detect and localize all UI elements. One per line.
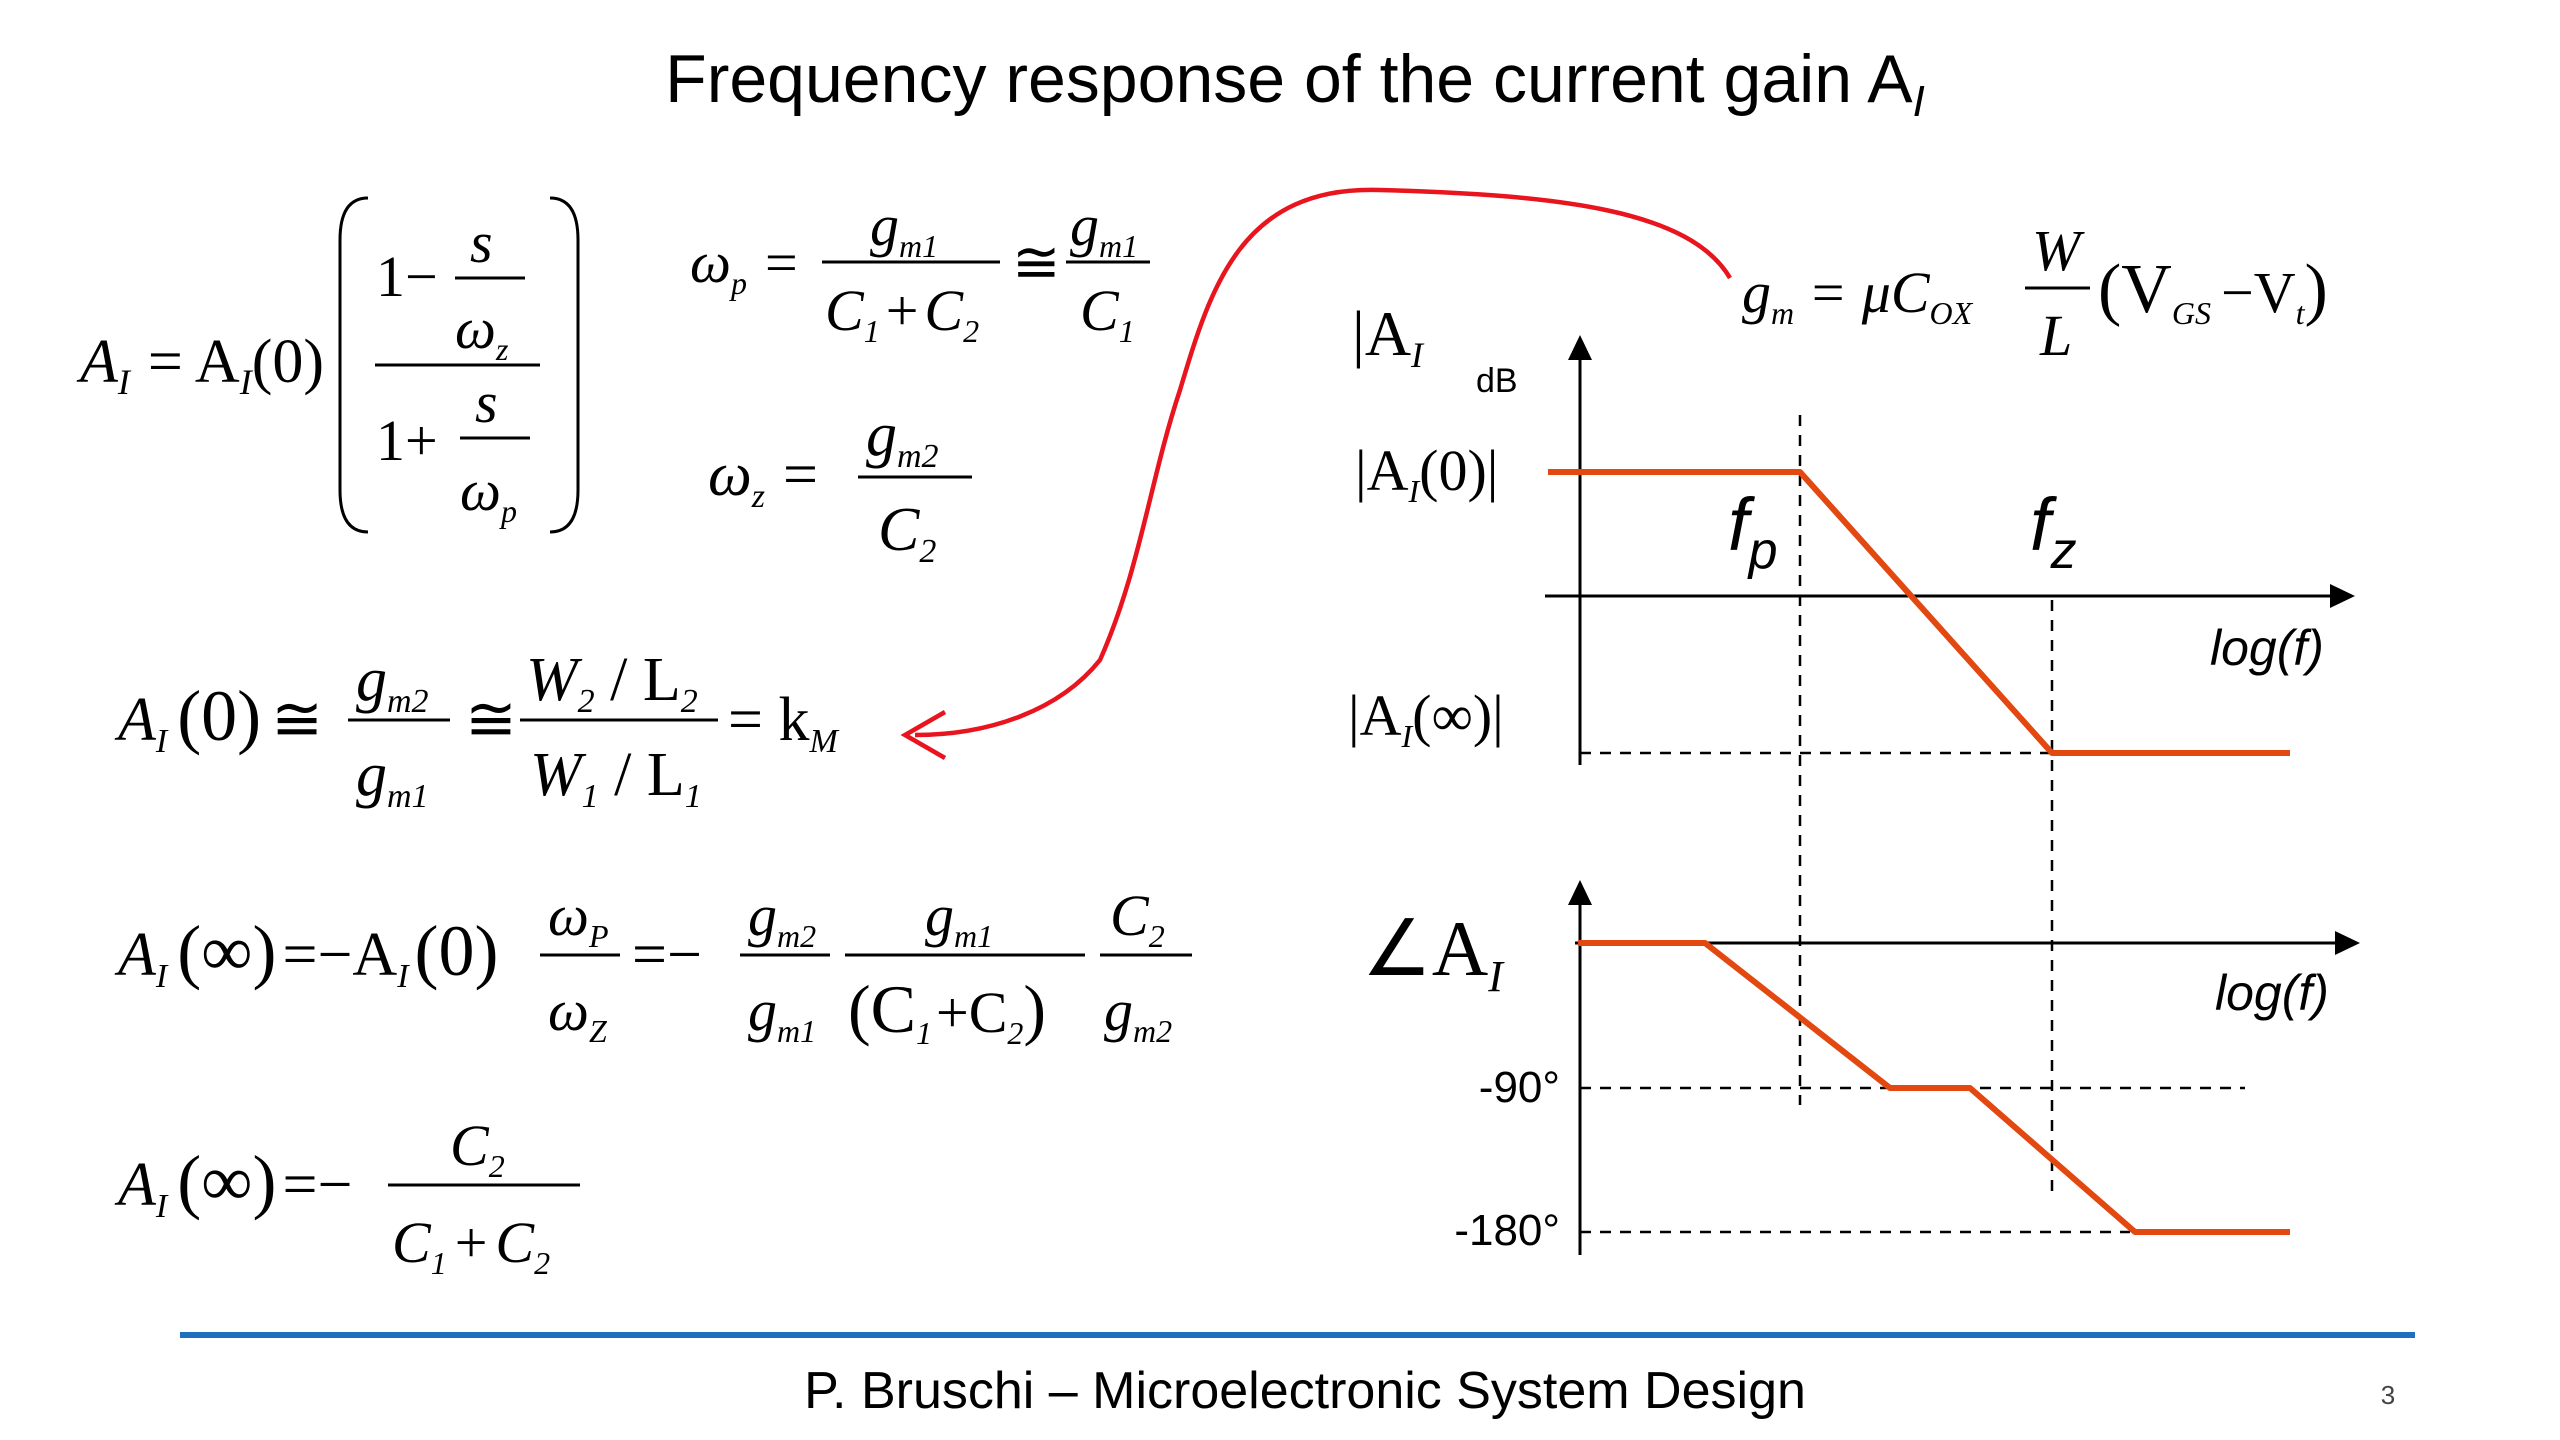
red-arrowhead (900, 710, 947, 760)
svg-text:ωp: ωp (460, 458, 517, 529)
svg-text:C1+C2: C1+C2 (825, 278, 979, 349)
svg-text:AI(0)≅: AI(0)≅ (114, 676, 323, 760)
svg-text:gm1: gm1 (1070, 193, 1138, 264)
svg-text:ωz: ωz (455, 296, 509, 367)
mag-y-label: |AI (1352, 298, 1425, 375)
svg-text:AI(∞)=−AI(0): AI(∞)=−AI(0) (114, 911, 498, 995)
mag-x-label: log(f) (2210, 620, 2324, 676)
mag-y-unit: dB (1476, 362, 1518, 400)
svg-text:C2: C2 (1110, 883, 1165, 954)
equation-dc-gain: AI(0)≅ gm2 gm1 ≅ W2 / L2 W1 / L1 = kM (114, 646, 839, 815)
svg-text:ωP: ωP (548, 883, 609, 954)
svg-text:ωZ: ωZ (548, 978, 608, 1049)
equation-transfer-function: AI= AI(0) 1− s ωz 1+ s ωp (76, 196, 580, 534)
svg-text:gm1: gm1 (870, 193, 938, 264)
svg-text:≅: ≅ (465, 686, 517, 754)
svg-text:W2 / L2: W2 / L2 (526, 646, 698, 720)
svg-text:C1: C1 (1080, 278, 1135, 349)
svg-text:ωz=: ωz= (708, 441, 818, 515)
svg-text:gm2: gm2 (748, 883, 816, 954)
svg-text:gm1: gm1 (925, 883, 993, 954)
svg-text:1−: 1− (376, 244, 438, 309)
svg-text:gm1: gm1 (748, 978, 816, 1049)
big-paren-right (549, 196, 580, 534)
svg-text:AI(∞)=−: AI(∞)=− (114, 1141, 352, 1225)
tick-minus-90: -90° (1479, 1063, 1560, 1112)
svg-text:=−: =− (632, 921, 702, 989)
equation-transconductance: gm= μCOX W L (VGS−Vt) (1742, 218, 2328, 368)
bode-phase-plot: ∠AI log(f) -90° -180° (1362, 880, 2360, 1255)
svg-text:C1+C2: C1+C2 (392, 1210, 550, 1281)
equation-hf-gain: AI(∞)=− C2 C1+C2 (114, 1113, 580, 1281)
svg-text:≅: ≅ (1012, 230, 1061, 295)
svg-text:gm2: gm2 (356, 646, 429, 720)
svg-text:(VGS−Vt): (VGS−Vt) (2098, 251, 2328, 331)
annotation-arrow (900, 187, 1732, 760)
svg-text:gm= μCOX: gm= μCOX (1742, 260, 1974, 331)
svg-text:gm2: gm2 (1104, 978, 1172, 1049)
svg-text:L: L (2039, 303, 2072, 368)
big-paren-left (338, 196, 369, 534)
equation-hf-gain-expanded: AI(∞)=−AI(0) ωP ωZ =− gm2 gm1 gm1 (C1+C2… (114, 883, 1192, 1051)
phase-x-label: log(f) (2215, 965, 2329, 1021)
mag-x-arrowhead (2330, 584, 2355, 608)
svg-text:s: s (475, 370, 498, 435)
svg-text:AI= AI(0): AI= AI(0) (76, 328, 324, 402)
svg-text:gm1: gm1 (356, 741, 429, 815)
mag-y-arrowhead (1568, 335, 1592, 360)
fp-label: fp (1728, 483, 1777, 580)
tick-minus-180: -180° (1454, 1206, 1560, 1255)
svg-text:C2: C2 (878, 496, 936, 570)
svg-text:W1 / L1: W1 / L1 (530, 741, 702, 815)
mag-response-curve (1548, 469, 2290, 756)
svg-text:= kM: = kM (728, 686, 839, 760)
phase-y-label: ∠AI (1362, 905, 1505, 1001)
footer-text: P. Bruschi – Microelectronic System Desi… (804, 1362, 1806, 1420)
phase-y-arrowhead (1568, 880, 1592, 905)
svg-text:gm2: gm2 (866, 401, 939, 475)
svg-text:C2: C2 (450, 1113, 505, 1184)
fz-label: fz (2030, 483, 2077, 580)
svg-text:1+: 1+ (376, 408, 438, 473)
svg-text:(C1+C2): (C1+C2) (848, 971, 1046, 1051)
bode-magnitude-plot: |AI | dB |AI(0)| |AI(∞)| fp fz log(f) (1348, 298, 2355, 1195)
equation-omega-z: ωz= gm2 C2 (708, 401, 972, 570)
equation-omega-p: ωp= gm1 C1+C2 ≅ gm1 C1 (690, 193, 1150, 349)
svg-text:ωp=: ωp= (690, 230, 798, 301)
svg-text:W: W (2032, 218, 2085, 283)
mag-level-high: |AI(0)| (1355, 438, 1498, 509)
red-arrow-curve (914, 187, 1732, 738)
phase-response-curve (1578, 940, 2290, 1235)
svg-text:s: s (470, 210, 493, 275)
mag-level-low: |AI(∞)| (1348, 683, 1504, 754)
page-title: Frequency response of the current gain A… (665, 41, 1925, 126)
phase-x-arrowhead (2335, 931, 2360, 955)
page-number: 3 (2381, 1380, 2395, 1410)
